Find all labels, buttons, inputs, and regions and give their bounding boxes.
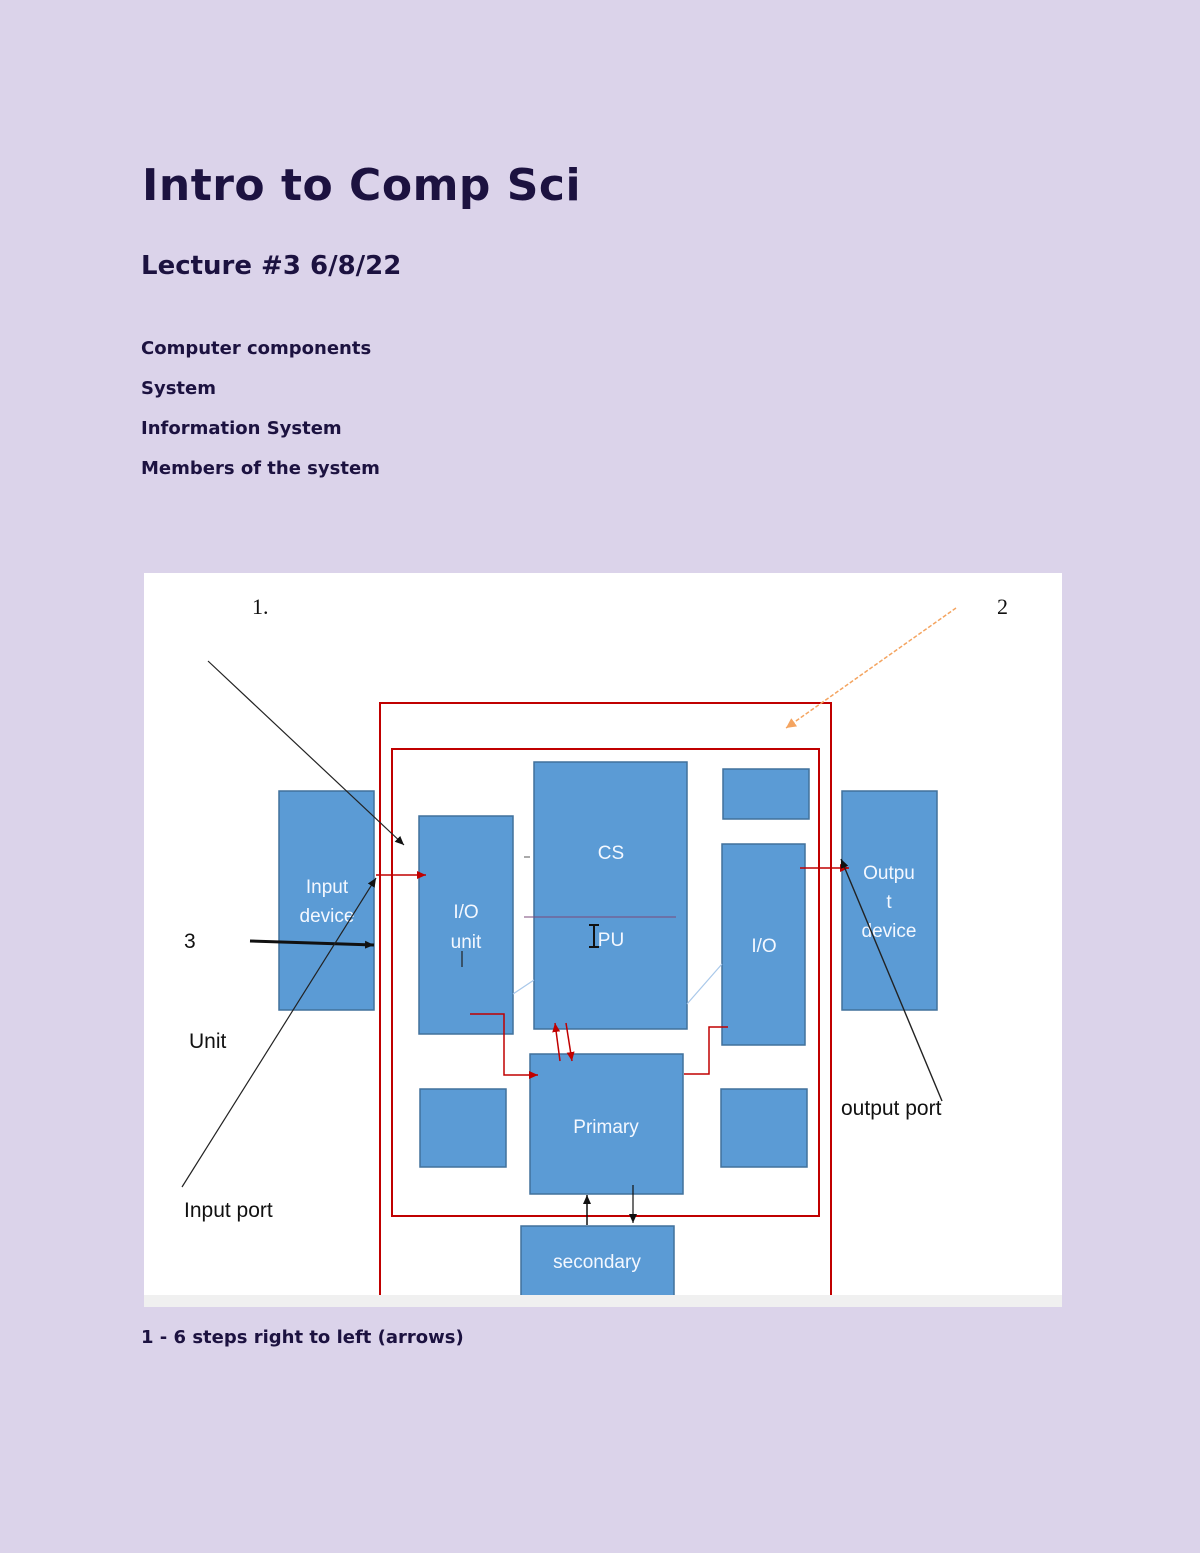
red-flow-arrow [565, 1022, 575, 1062]
secondary-storage-box [520, 1225, 675, 1307]
cpu-box [533, 761, 688, 1030]
cs-label: CS [598, 843, 624, 864]
topic-item: Information System [141, 418, 342, 439]
input-device-label-line1: Input [306, 877, 349, 898]
output-port-arrow [840, 858, 943, 1102]
marker-3-arrow [249, 939, 375, 949]
red-flow-arrow [552, 1022, 561, 1062]
input-port-arrow [181, 877, 377, 1188]
topic-item: System [141, 378, 216, 399]
io-box [721, 843, 806, 1046]
marker-1: 1. [252, 594, 269, 619]
primary-memory-box [529, 1053, 684, 1195]
topic-item: Members of the system [141, 458, 380, 479]
topic-item: Computer components [141, 338, 372, 359]
small-bottom-left-box [419, 1088, 507, 1168]
faint-connector [512, 979, 535, 995]
outer-system-outline [379, 702, 832, 1307]
topic-list: Computer components System Information S… [141, 336, 380, 496]
secondary-label: secondary [553, 1252, 641, 1273]
red-flow-arrow [470, 1013, 538, 1079]
computer-components-diagram: Input device I/O unit CS PU I/O Outpu t … [144, 573, 1062, 1307]
io-unit-box [418, 815, 514, 1035]
page-title: Intro to Comp Sci [142, 160, 582, 211]
lecture-subtitle: Lecture #3 6/8/22 [141, 251, 402, 281]
diagram-caption: 1 - 6 steps right to left (arrows) [141, 1327, 464, 1348]
output-device-label-line1: Outpu [863, 863, 915, 884]
input-port-label: Input port [184, 1199, 273, 1222]
output-port-label: output port [841, 1097, 942, 1120]
unit-label: Unit [189, 1030, 227, 1053]
marker-3: 3 [184, 930, 196, 953]
inner-system-outline [391, 748, 820, 1217]
small-top-right-box [722, 768, 810, 820]
output-device-label-line3: device [862, 921, 917, 942]
input-device-label-line2: device [300, 906, 355, 927]
io-unit-label-line1: I/O [453, 902, 478, 923]
primary-label: Primary [573, 1117, 639, 1138]
cropped-bottom-strip [144, 1295, 1062, 1307]
pu-label: PU [598, 930, 624, 951]
io-label: I/O [751, 936, 776, 957]
input-device-box [278, 790, 375, 1011]
text-cursor-icon [589, 924, 599, 948]
red-flow-arrow [684, 1026, 728, 1075]
io-unit-label-line2: unit [451, 932, 482, 953]
marker-2-arrow [785, 607, 957, 729]
diagram-canvas: Input device I/O unit CS PU I/O Outpu t … [144, 594, 1062, 1307]
small-bottom-right-box [720, 1088, 808, 1168]
output-device-label-line2: t [886, 892, 892, 913]
marker-2: 2 [997, 594, 1008, 619]
faint-connector [686, 963, 723, 1005]
marker-1-arrow [207, 660, 405, 846]
